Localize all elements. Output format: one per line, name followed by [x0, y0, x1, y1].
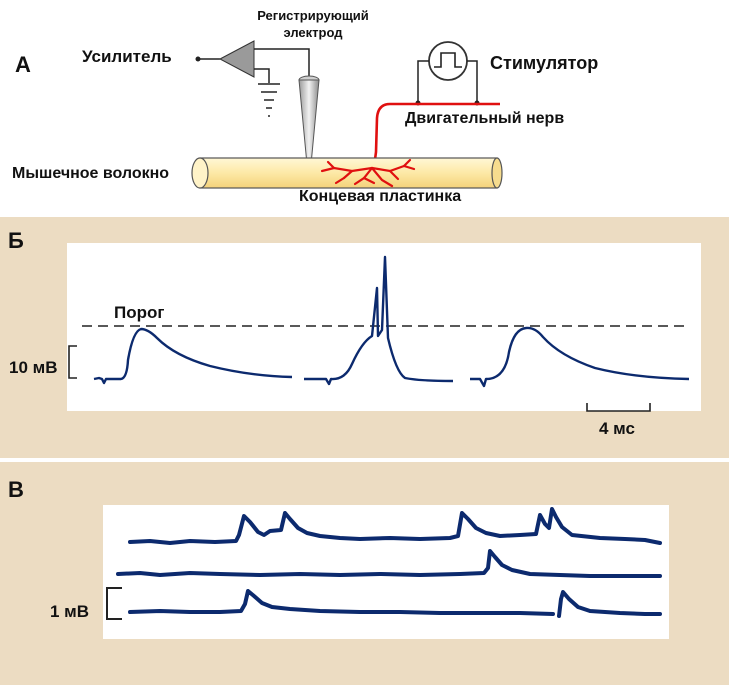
- trace-b-epp-1: [93, 327, 293, 385]
- panel-a: А Усилитель Регистрирующий электрод: [12, 8, 598, 205]
- panel-c-letter: В: [8, 477, 24, 502]
- trace-b-epp-2: [470, 326, 690, 388]
- voltage-scale-bar-b: [68, 345, 77, 379]
- stimulator-label: Стимулятор: [490, 53, 598, 73]
- end-plate-label: Концевая пластинка: [299, 188, 461, 205]
- amplifier-triangle-icon: [195, 40, 310, 83]
- ground-icon: [258, 83, 280, 117]
- time-scale-bar: [586, 403, 651, 412]
- panel-a-letter: А: [15, 52, 31, 77]
- trace-c-sweep-2: [116, 549, 662, 578]
- time-scale-label: 4 мс: [599, 419, 635, 438]
- amplifier-label: Усилитель: [82, 47, 172, 66]
- square-pulse-icon: [415, 41, 480, 106]
- trace-c-sweep-1: [128, 507, 662, 545]
- electrode-label-line2: электрод: [283, 25, 343, 40]
- voltage-scale-bar-c: [106, 587, 122, 620]
- panel-b-letter: Б: [8, 228, 24, 253]
- muscle-fiber-label: Мышечное волокно: [12, 165, 169, 182]
- end-plate-terminal: [320, 158, 416, 188]
- muscle-fiber: [191, 157, 503, 189]
- motor-nerve-label: Двигательный нерв: [405, 110, 564, 127]
- panel-b: Б Порог 10 мВ 4 мс: [0, 217, 729, 458]
- voltage-scale-label-b: 10 мВ: [9, 358, 58, 377]
- trace-c-sweep-3: [128, 589, 662, 618]
- voltage-scale-label-c: 1 мВ: [50, 602, 89, 621]
- trace-b-action-potential: [304, 255, 454, 386]
- panel-c: В 1 мВ: [0, 462, 729, 685]
- threshold-label: Порог: [114, 303, 164, 322]
- electrode-label-line1: Регистрирующий: [257, 8, 369, 23]
